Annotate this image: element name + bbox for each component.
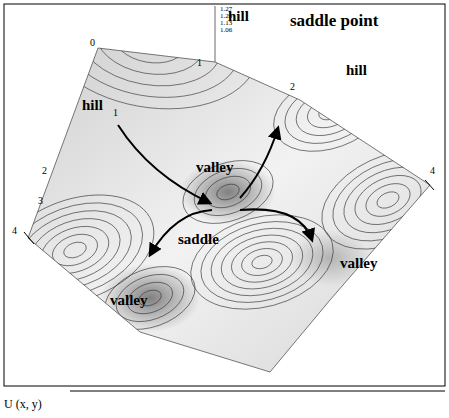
path-arrows	[118, 125, 312, 255]
contour-ring	[62, 239, 89, 261]
contour-ring	[215, 227, 309, 298]
feature-label: hill	[82, 98, 103, 113]
contour-ring	[0, 185, 156, 314]
contour-ring	[130, 26, 170, 54]
contour-ring	[180, 200, 344, 324]
feature-label: hill	[346, 63, 367, 78]
contour-ring	[317, 101, 344, 123]
feature-label: hill	[228, 9, 249, 24]
contour-ring	[35, 218, 116, 283]
contour-ring	[8, 196, 143, 304]
tick-number: 4	[430, 166, 435, 176]
contour-ring	[188, 160, 269, 225]
contour-ring	[227, 235, 297, 288]
feature-label: valley	[196, 160, 234, 175]
contour-ring	[0, 175, 169, 326]
contour-ring	[21, 207, 129, 293]
figure-frame	[4, 4, 445, 386]
tick-number: 1	[113, 108, 118, 118]
contour-ring	[320, 143, 449, 258]
contour-ring	[276, 69, 384, 155]
axis-tick	[425, 180, 434, 190]
contour-ring	[347, 166, 429, 235]
descent-arrow	[240, 209, 312, 240]
contour-ring	[303, 90, 357, 133]
tick-number: 2	[42, 166, 47, 176]
contour-ring	[110, 266, 191, 331]
potential-surface	[28, 48, 430, 372]
axis-tick	[24, 232, 34, 244]
contour-ring	[374, 189, 401, 212]
contour-ring	[306, 131, 449, 269]
tick-number: 4	[12, 226, 17, 236]
contour-ring	[361, 177, 416, 223]
contour-ring	[250, 253, 273, 271]
contour-ring	[203, 218, 320, 307]
contour-ring	[215, 181, 242, 203]
contour-ring	[96, 255, 204, 341]
ascent-arrow	[240, 128, 278, 198]
contour-ring	[290, 80, 371, 145]
tick-number: 1	[197, 58, 202, 68]
contour-ring	[48, 228, 102, 271]
figure-caption: U (x, y)	[4, 398, 42, 410]
figure-title: saddle point	[290, 12, 378, 29]
vertical-axis	[215, 6, 216, 62]
feature-label: valley	[110, 293, 148, 308]
contour-ring	[263, 58, 398, 166]
contour-ring	[201, 170, 255, 213]
contour-ring	[51, 0, 250, 111]
contour-ring	[71, 0, 230, 97]
valley-shading	[100, 264, 200, 332]
tick-number: 3	[38, 196, 43, 206]
feature-label: valley	[340, 256, 378, 271]
contour-ring	[333, 154, 442, 246]
axis-value: 1.06	[220, 27, 232, 34]
tick-number: 2	[290, 82, 295, 92]
contour-lines	[0, 0, 449, 341]
tick-number: 0	[90, 38, 95, 48]
contour-ring	[239, 244, 286, 279]
contour-ring	[31, 0, 269, 125]
contour-ring	[90, 0, 209, 83]
feature-label: saddle	[178, 232, 219, 247]
contour-ring	[110, 12, 189, 69]
contour-ring	[192, 209, 332, 315]
baseline-rule	[70, 391, 445, 392]
